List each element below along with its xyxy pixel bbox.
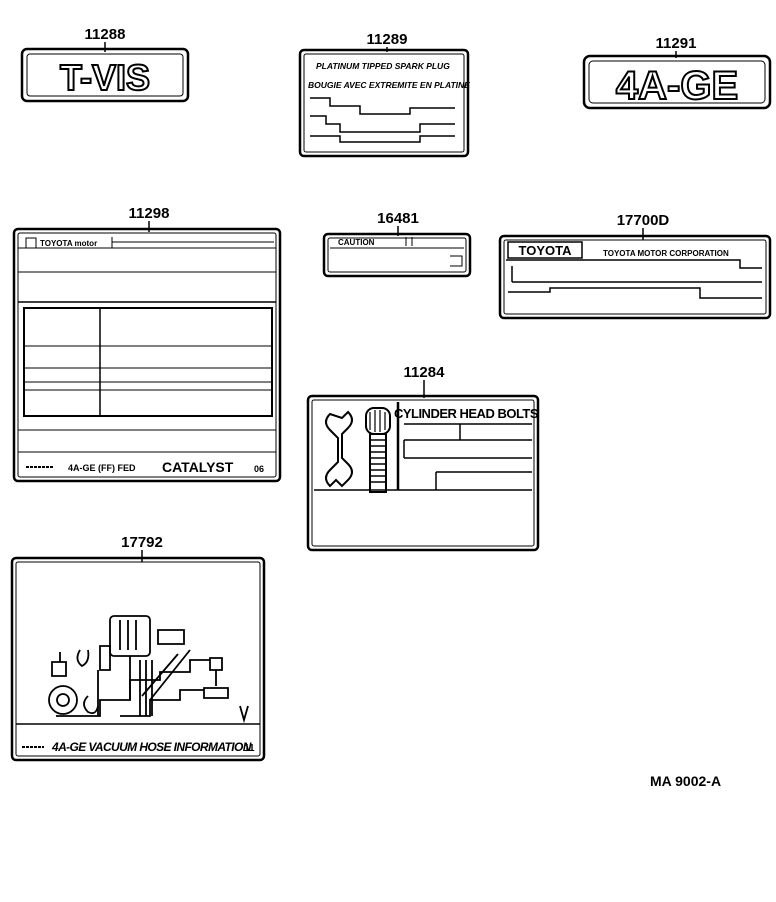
toyota-maker: TOYOTA MOTOR CORPORATION: [603, 249, 729, 258]
plug-label-line-en: PLATINUM TIPPED SPARK PLUG: [316, 61, 450, 71]
part-11298: 11298 TOYOTA motor 4A-GE (FF) FED CATALY…: [12, 205, 282, 483]
part-11291: 11291 4A-GE: [582, 35, 772, 110]
plug-label-line-fr: BOUGIE AVEC EXTREMITE EN PLATINE: [308, 80, 470, 90]
part-number-11291: 11291: [656, 35, 697, 52]
wrench-icon: [325, 410, 353, 488]
head-bolts-title: CYLINDER HEAD BOLTS: [394, 406, 539, 421]
vacuum-hose-title: 4A-GE VACUUM HOSE INFORMATION: [51, 740, 252, 754]
vacuum-hose-code: 11: [244, 743, 255, 754]
part-number-11284: 11284: [404, 364, 446, 381]
diagram-reference: MA 9002-A: [650, 773, 721, 789]
emission-code: 06: [254, 464, 264, 474]
emission-brand: TOYOTA motor: [40, 239, 97, 248]
tvis-label-text: T-VIS: [60, 57, 150, 98]
caution-label: CAUTION: [338, 238, 375, 247]
part-16481: 16481 CAUTION: [322, 210, 472, 278]
part-number-17700D: 17700D: [617, 212, 670, 229]
vacuum-hose-schematic: [48, 615, 249, 724]
part-17792: 17792 4A-GE VACUUM HOSE INFORMATION: [10, 534, 266, 762]
part-number-16481: 16481: [377, 210, 419, 227]
part-number-11289: 11289: [367, 31, 408, 48]
part-11288: 11288 T-VIS: [20, 26, 190, 103]
part-11289: 11289 PLATINUM TIPPED SPARK PLUG BOUGIE …: [298, 31, 470, 158]
emission-footer: 4A-GE (FF) FED: [68, 463, 136, 473]
part-number-11288: 11288: [85, 26, 126, 43]
bolt-icon: [365, 407, 391, 493]
emission-catalyst: CATALYST: [162, 459, 234, 475]
toyota-brand: TOYOTA: [519, 243, 573, 258]
part-11284: 11284 CYLINDER HEAD BOLTS: [306, 364, 539, 552]
part-17700D: 17700D TOYOTA TOYOTA MOTOR CORPORATION: [498, 212, 772, 320]
part-number-11298: 11298: [129, 205, 170, 222]
engine-badge-text: 4A-GE: [616, 64, 738, 108]
part-number-17792: 17792: [121, 534, 163, 551]
